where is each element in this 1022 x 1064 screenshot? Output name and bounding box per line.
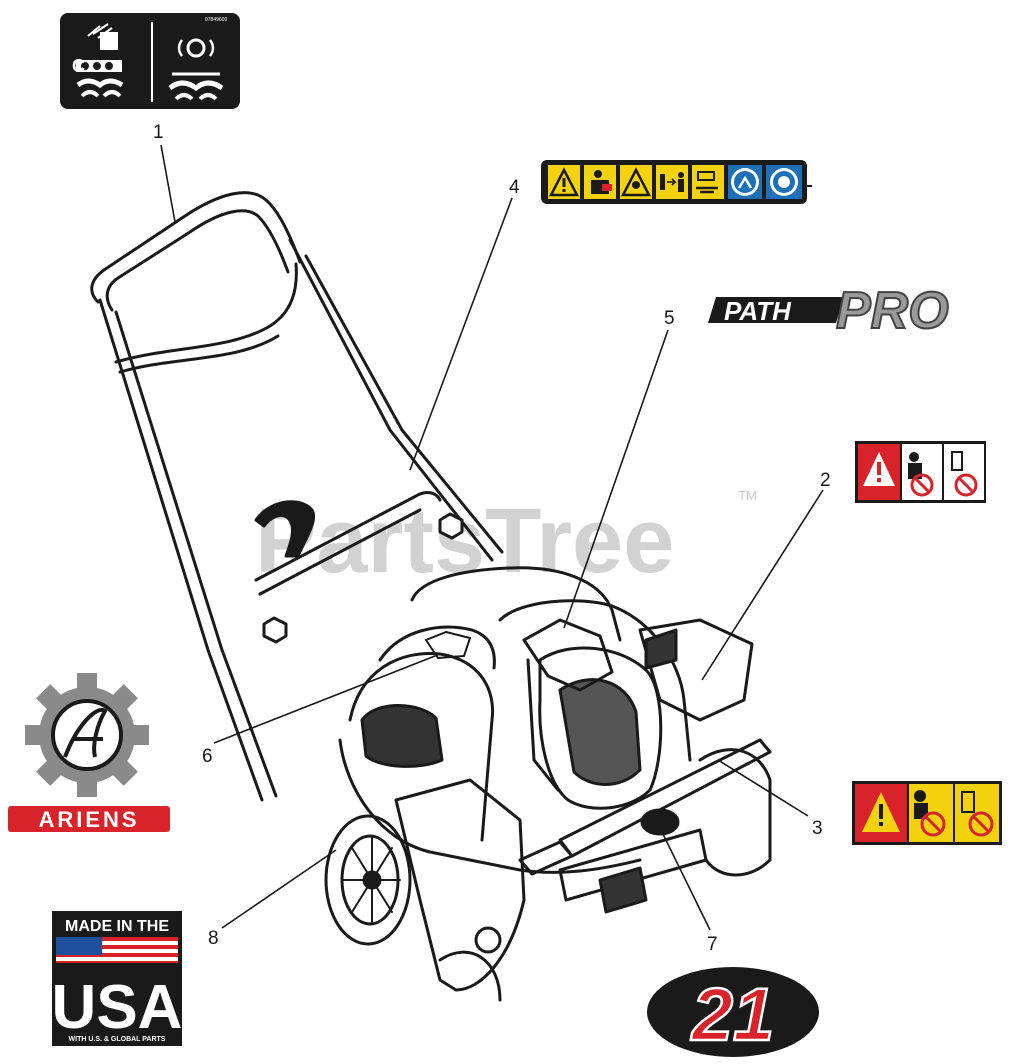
usa-bottom-text: WITH U.S. & GLOBAL PARTS: [69, 1036, 166, 1043]
callout-3: 3: [812, 818, 823, 839]
control-decal-code: 07849600: [205, 17, 227, 23]
flag-icon: [56, 937, 178, 963]
shutdown-procedure-icon: [692, 165, 724, 199]
rotating-auger-icon: [584, 165, 616, 199]
size-21-badge: 21: [647, 967, 819, 1057]
no-feet-icon: [951, 451, 978, 497]
disengage-icon: [656, 165, 688, 199]
thrown-object-icon: [620, 165, 652, 199]
made-in-usa-badge: MADE IN THE USA WITH U.S. & GLOBAL PARTS: [52, 911, 183, 1046]
path-pro-part2: PRO: [836, 282, 949, 340]
auger-drive-icon: C: [72, 23, 124, 98]
callout-4: 4: [509, 177, 520, 198]
control-decal: 07849600 C: [60, 13, 240, 109]
gear-icon: [25, 673, 149, 797]
path-pro-part1: PATH: [724, 296, 792, 326]
watermark-tm: TM: [738, 488, 757, 503]
danger-decal-upper: [855, 441, 986, 503]
handle-engage-icon: [168, 38, 224, 101]
danger-decal-lower: [852, 781, 1002, 845]
svg-text:C: C: [72, 56, 85, 76]
callout-2: 2: [820, 470, 831, 491]
callout-7: 7: [707, 934, 718, 955]
ariens-wordmark: ARIENS: [38, 807, 139, 832]
ariens-logo: ARIENS: [8, 673, 170, 832]
usa-main-text: USA: [52, 973, 183, 1042]
callout-6: 6: [202, 746, 213, 767]
size-21-text: 21: [690, 973, 774, 1056]
warning-triangle-icon: [548, 165, 580, 199]
callout-1: 1: [153, 122, 164, 143]
callout-5: 5: [664, 308, 675, 329]
callout-8: 8: [208, 928, 219, 949]
usa-top-text: MADE IN THE: [65, 918, 169, 935]
leader-lines: [160, 144, 824, 931]
safety-warning-strip: [541, 160, 812, 204]
path-pro-logo: PATH PRO: [708, 281, 950, 341]
callout-numbers: 1 2 3 4 5 6 7 8: [153, 122, 831, 955]
read-manual-icon: [728, 165, 762, 199]
no-hands-icon: [908, 452, 934, 497]
hearing-protection-icon: [766, 165, 802, 199]
